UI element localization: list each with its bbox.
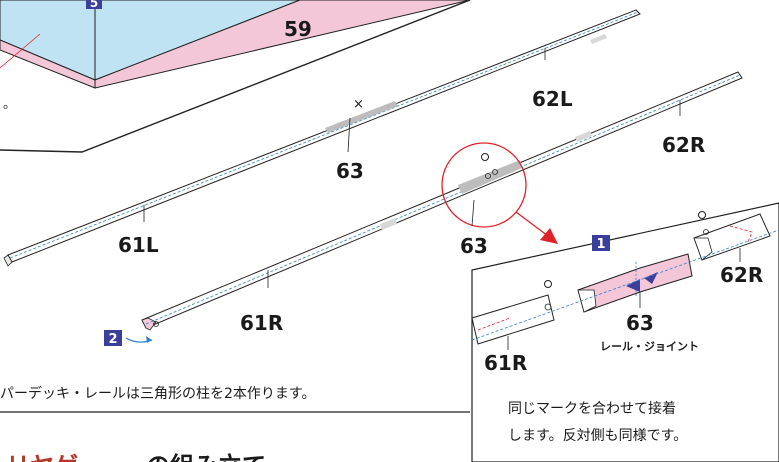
detail-note-line-2: します。反対側も同様です。 xyxy=(508,428,687,444)
heading-black: の組み立て xyxy=(146,452,266,462)
part-62R-label: 62R xyxy=(662,133,705,157)
part-62L-label: 62L xyxy=(532,87,573,111)
detail-box xyxy=(471,202,779,462)
note-main: パーデッキ・レールは三角形の柱を2本作ります。 xyxy=(0,385,316,402)
rail-joint-label: レール・ジョイント xyxy=(600,340,699,353)
part-63-label-2: 63 xyxy=(460,234,488,258)
callout-line xyxy=(515,211,549,237)
mark-x: × xyxy=(353,97,364,112)
svg-text:5: 5 xyxy=(90,0,98,10)
part-61L-label: 61L xyxy=(118,233,159,257)
detail-63-label: 63 xyxy=(626,311,654,335)
step-badge-1: 1 xyxy=(592,235,610,252)
svg-text:2: 2 xyxy=(108,332,117,347)
section-heading: リヤゲ の組み立て xyxy=(6,452,266,462)
step-badge-2: 2 xyxy=(104,330,153,347)
panel-outline xyxy=(0,0,471,153)
part-59-label: 59 xyxy=(284,17,312,41)
part-61R-label: 61R xyxy=(240,311,283,335)
detail-62R-label: 62R xyxy=(720,263,763,287)
callout-circle xyxy=(441,142,527,228)
detail-note-line-1: 同じマークを合わせて接着 xyxy=(508,400,676,417)
leader-63 xyxy=(347,117,351,153)
callout-arrow xyxy=(540,228,558,244)
svg-text:1: 1 xyxy=(596,237,605,252)
step-badge-5: 5 xyxy=(86,0,102,10)
mark-dot: 。 xyxy=(3,97,16,112)
rail-61L-62L xyxy=(3,9,641,267)
heading-colored: リヤゲ xyxy=(6,452,78,462)
deck-panel xyxy=(0,0,471,89)
part-63-label: 63 xyxy=(336,159,364,183)
detail-61R-label: 61R xyxy=(484,351,527,375)
